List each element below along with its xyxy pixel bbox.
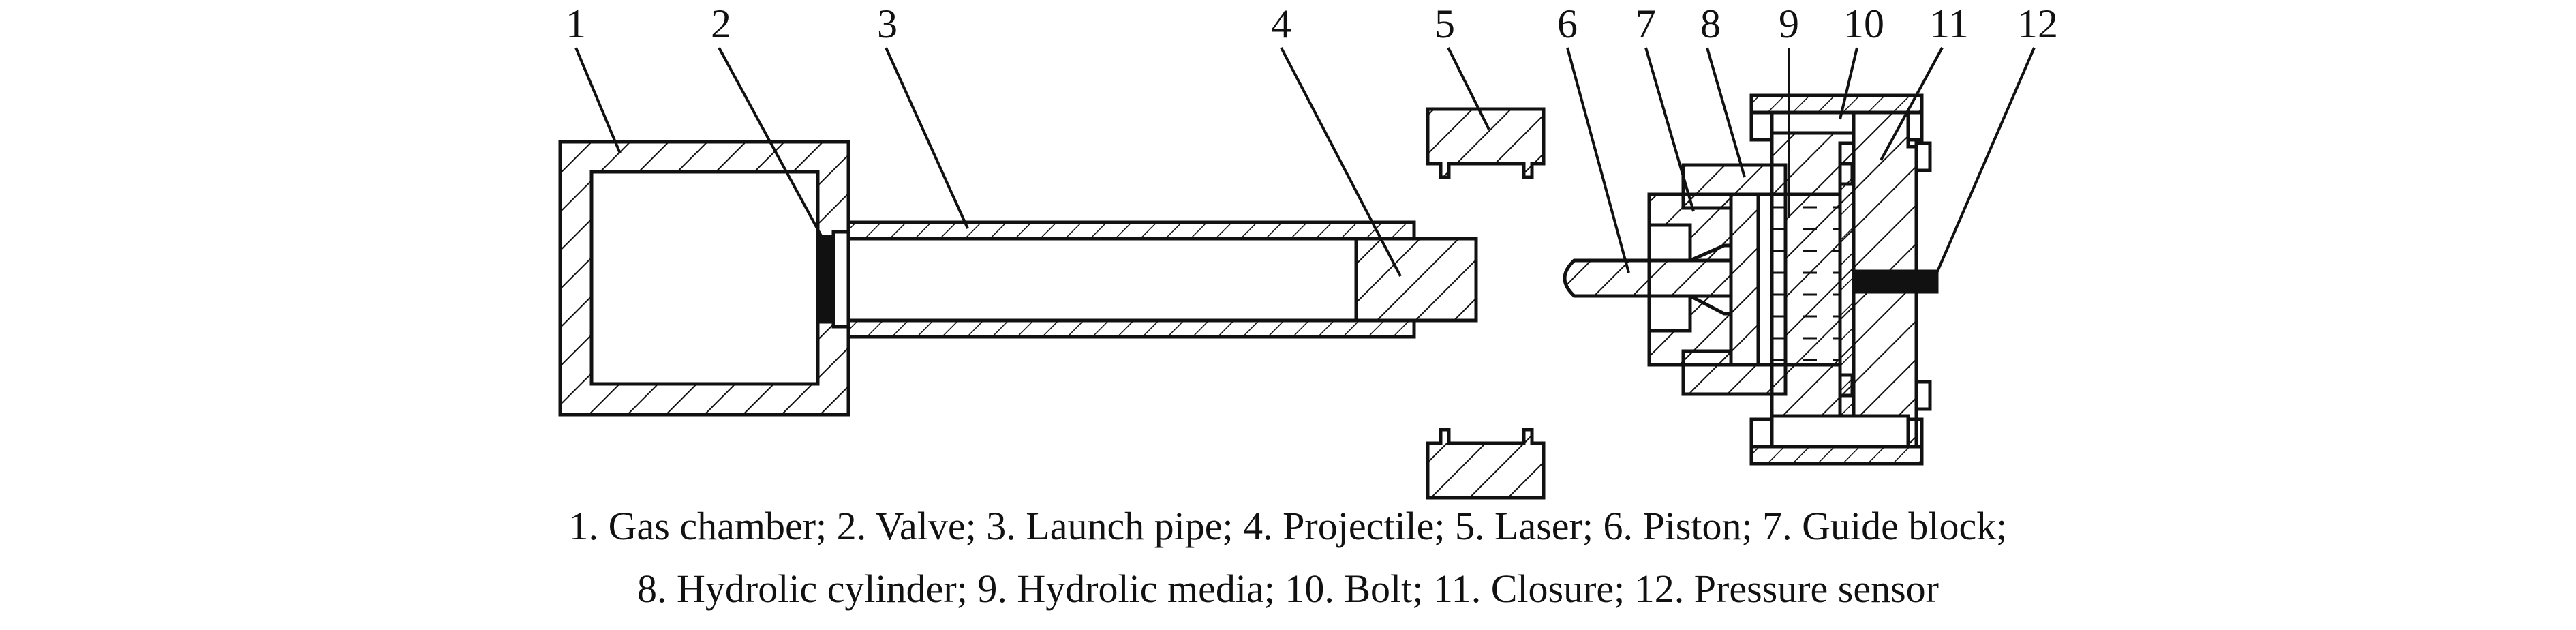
caption-line-2: 8. Hydrolic cylinder; 9. Hydrolic media;…	[637, 567, 1939, 611]
gas-chamber	[558, 140, 850, 417]
label-7: 7	[1636, 1, 1656, 46]
seal-bottom	[1838, 373, 1854, 397]
label-10: 10	[1843, 1, 1884, 46]
label-4: 4	[1271, 1, 1291, 46]
label-5: 5	[1435, 1, 1455, 46]
label-9: 9	[1779, 1, 1799, 46]
projectile	[1354, 237, 1478, 322]
label-8: 8	[1700, 1, 1721, 46]
leader-lines	[574, 47, 2036, 277]
label-11: 11	[1929, 1, 1969, 46]
valve	[819, 235, 835, 324]
label-2: 2	[711, 1, 731, 46]
label-3: 3	[877, 1, 898, 46]
pressure-sensor	[1853, 269, 1939, 294]
laser-top	[1426, 107, 1546, 179]
seal-top	[1838, 162, 1854, 186]
caption-line-1: 1. Gas chamber; 2. Valve; 3. Launch pipe…	[568, 504, 2008, 548]
label-1: 1	[566, 1, 586, 46]
laser-bottom	[1426, 427, 1546, 500]
valve-seat	[831, 230, 850, 329]
label-6: 6	[1557, 1, 1578, 46]
label-12: 12	[2017, 1, 2058, 46]
launch-pipe	[846, 220, 1416, 339]
